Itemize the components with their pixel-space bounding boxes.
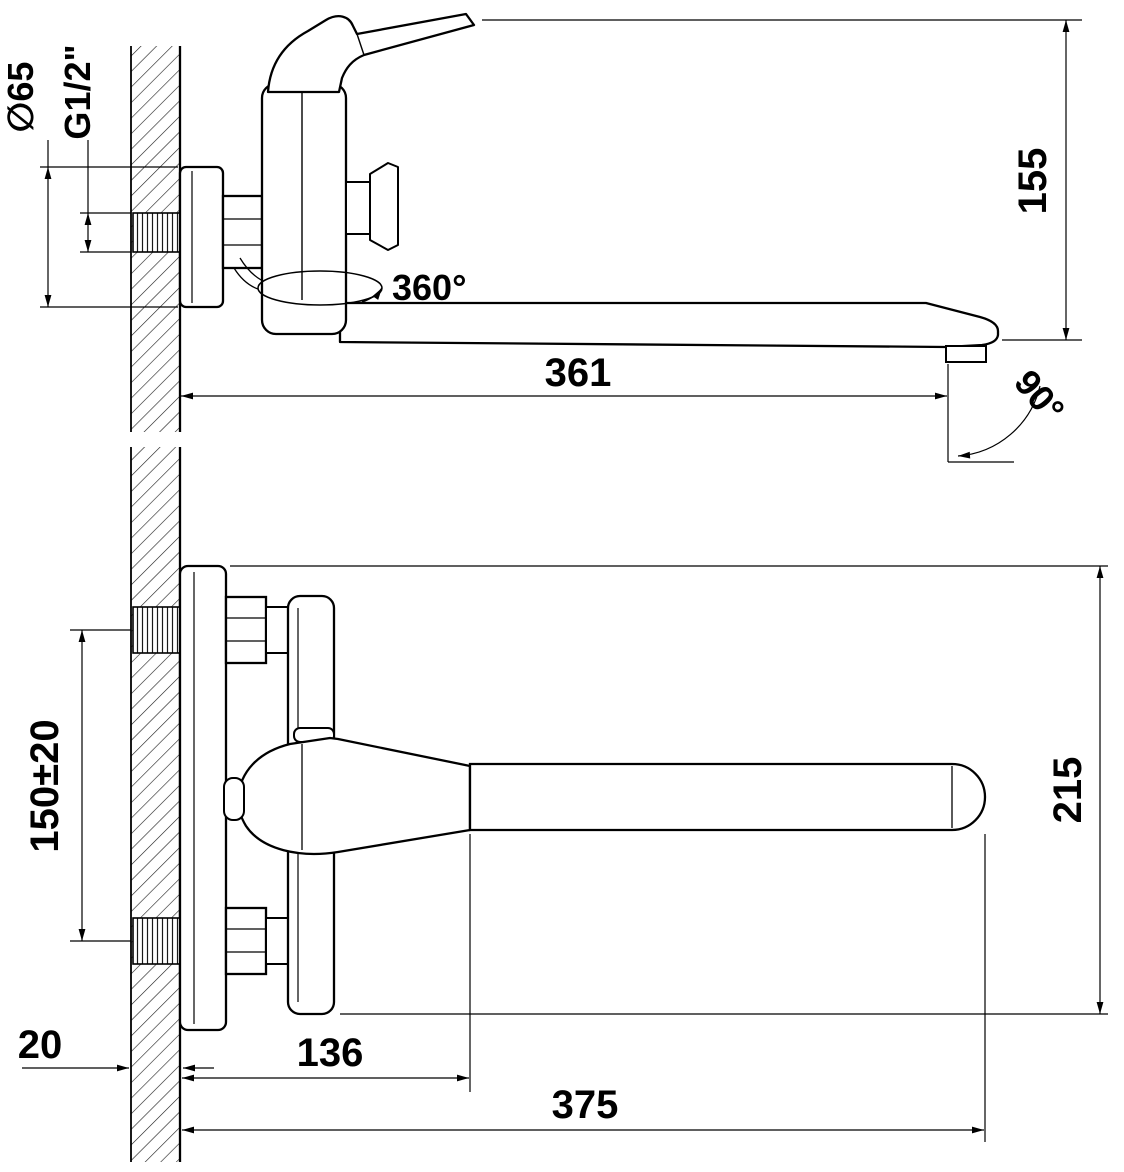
dim-215-label: 215 — [1046, 757, 1090, 824]
thread-top — [132, 606, 181, 654]
hex-nut-front-top — [224, 595, 289, 665]
dim-361-label: 361 — [545, 351, 612, 395]
faucet-body-top — [260, 82, 348, 336]
dim-155-label: 155 — [1011, 148, 1055, 215]
top-view — [130, 12, 1000, 432]
spout-outlet — [945, 345, 987, 363]
escutcheon-top — [178, 165, 225, 309]
thread-nipple-top — [132, 212, 181, 253]
dim-90-label: 90° — [1006, 362, 1072, 430]
mixer-body — [236, 736, 472, 856]
spout-top — [338, 301, 1000, 349]
swivel-arrow — [361, 287, 383, 303]
escutcheon-front — [178, 564, 228, 1032]
front-view-dimensions: 150±20 215 20 136 375 — [18, 565, 1108, 1142]
hex-nut-top — [221, 194, 264, 270]
dim-thread-label: G1/2" — [57, 44, 98, 139]
side-cap — [223, 777, 245, 821]
diverter-knob — [345, 162, 399, 251]
wall-section-front — [130, 447, 182, 1162]
lever-joint-line — [356, 33, 365, 56]
thread-bottom — [132, 917, 181, 965]
dim-375-label: 375 — [552, 1083, 619, 1127]
dim-360-label: 360° — [392, 267, 466, 308]
spout-front — [468, 762, 987, 832]
dim-diameter-label: ∅65 — [0, 62, 41, 133]
front-view — [130, 447, 987, 1162]
outlet-angle-arc — [957, 385, 1041, 459]
dim-136-label: 136 — [297, 1031, 364, 1075]
dim-150-label: 150±20 — [23, 719, 67, 852]
lever-handle — [266, 12, 476, 94]
dim-20-label: 20 — [18, 1023, 63, 1067]
hex-nut-front-bottom — [224, 906, 289, 976]
